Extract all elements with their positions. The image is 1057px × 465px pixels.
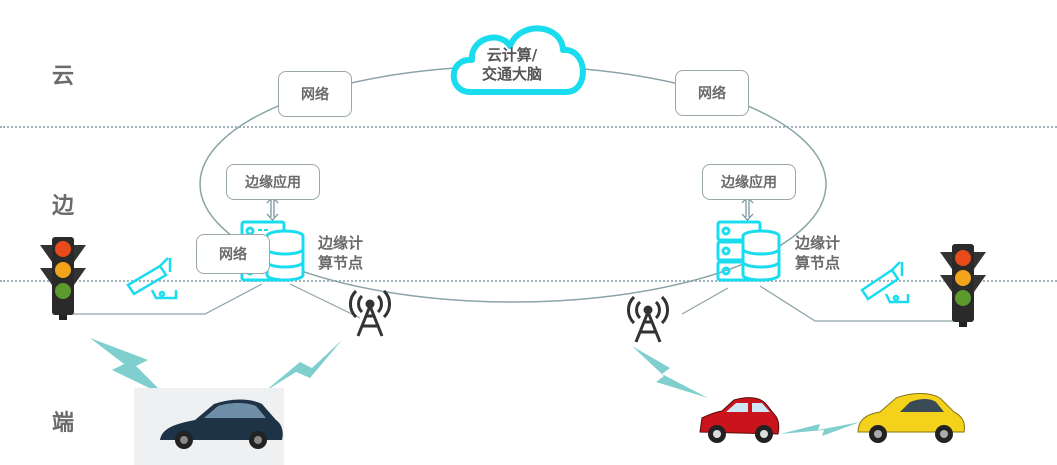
layer-label-edge: 边 bbox=[52, 194, 75, 219]
network-box-left: 网络 bbox=[196, 234, 270, 274]
lightning-icon-4 bbox=[780, 422, 860, 436]
car-icon-taxi bbox=[857, 393, 965, 443]
network-box-top-right: 网络 bbox=[675, 70, 749, 116]
lightning-icon-1 bbox=[90, 338, 166, 396]
camera-icon-right bbox=[860, 261, 910, 304]
lightning-icon-3 bbox=[632, 346, 708, 398]
edge-node-label-left-line2: 算节点 bbox=[318, 254, 364, 272]
car-icon-sedan bbox=[134, 388, 284, 465]
arrow-left-updown bbox=[266, 196, 279, 221]
network-box-top-left: 网络 bbox=[278, 71, 352, 117]
server-icon-right bbox=[716, 220, 781, 282]
arrow-right-updown bbox=[741, 196, 754, 221]
camera-icon-left bbox=[126, 257, 178, 300]
layer-label-device: 端 bbox=[52, 411, 75, 436]
divider-edge-device bbox=[0, 280, 1057, 282]
link-left-tower bbox=[289, 283, 361, 319]
traffic-light-icon-right bbox=[940, 244, 986, 327]
layer-label-cloud: 云 bbox=[52, 64, 75, 89]
edge-node-label-right-line2: 算节点 bbox=[795, 254, 841, 272]
traffic-light-icon-left bbox=[40, 237, 86, 320]
link-right-light bbox=[759, 285, 965, 322]
edge-node-label-right-line1: 边缘计 bbox=[795, 234, 841, 252]
edge-node-label-left-line1: 边缘计 bbox=[318, 234, 364, 252]
cell-tower-icon-left bbox=[349, 289, 391, 337]
lightning-icon-2 bbox=[264, 340, 342, 392]
link-right-tower bbox=[681, 287, 729, 315]
cloud-label-line2: 交通大脑 bbox=[481, 65, 542, 83]
cell-tower-icon-right bbox=[627, 295, 669, 343]
edge-app-box-left: 边缘应用 bbox=[226, 164, 320, 200]
divider-cloud-edge bbox=[0, 126, 1057, 128]
cloud-icon bbox=[450, 25, 586, 95]
link-left-light bbox=[62, 283, 263, 315]
cloud-label-line1: 云计算/ bbox=[486, 46, 538, 64]
car-icon-red bbox=[699, 397, 780, 443]
edge-app-box-right: 边缘应用 bbox=[702, 164, 796, 200]
